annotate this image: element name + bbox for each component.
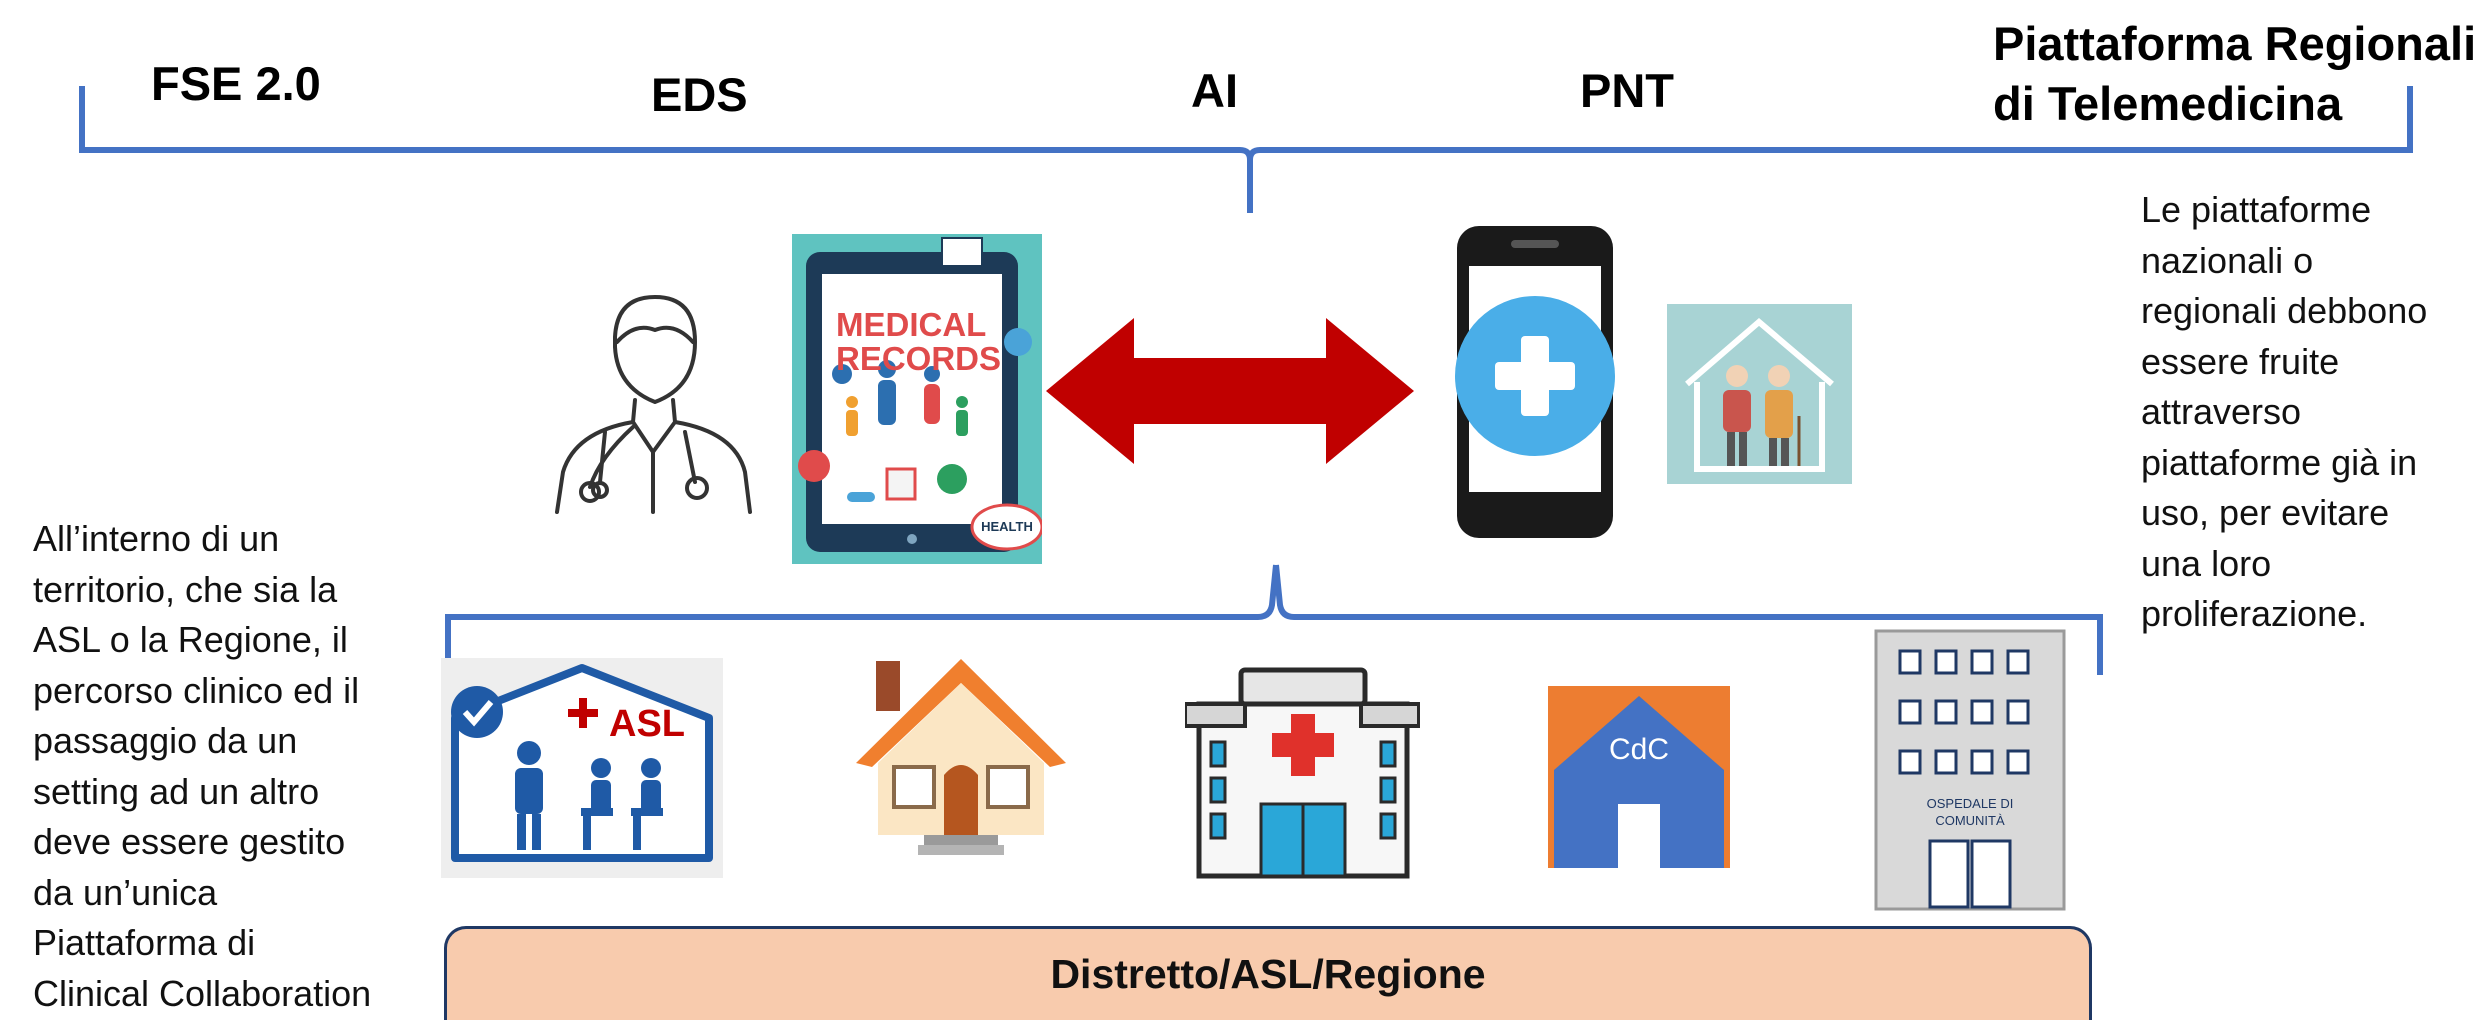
cdc-icon-label: CdC [1609, 733, 1670, 766]
ospedale-line2: COMUNITÀ [1935, 813, 2005, 828]
left-note-line: da un’unica [33, 871, 218, 913]
hospital-icon [1185, 667, 1420, 879]
medical-records-tablet-icon [792, 234, 1042, 564]
left-note: All’interno di un territorio, che sia la… [33, 514, 371, 1019]
right-note: Le piattaforme nazionali o regionali deb… [2141, 185, 2427, 640]
right-note-line: una loro [2141, 542, 2272, 584]
right-note-line: uso, per evitare [2141, 492, 2390, 533]
label-fse: FSE 2.0 [151, 57, 321, 110]
label-regional-line2: di Telemedicina [1993, 77, 2343, 130]
ospedale-line1: OSPEDALE DI [1926, 796, 2014, 811]
district-bar-label: Distretto/ASL/Regione [1050, 951, 1486, 997]
smartphone-health-icon [1455, 226, 1615, 538]
left-note-line: deve essere gestito [33, 821, 346, 862]
right-note-line: essere fruite [2141, 340, 2340, 382]
right-note-line: proliferazione. [2141, 593, 2368, 634]
medical-records-line1: MEDICAL [836, 306, 987, 343]
label-regional-line1: Piattaforma Regionali [1993, 17, 2477, 70]
medical-records-line2: RECORDS [836, 340, 1002, 377]
right-note-line: attraverso [2141, 391, 2302, 432]
left-note-line: ASL o la Regione, il [33, 619, 348, 660]
doctor-icon [555, 295, 752, 514]
label-eds: EDS [651, 68, 748, 121]
ospedale-label: OSPEDALE DI COMUNITÀ [1874, 795, 2066, 829]
medical-records-title: MEDICAL RECORDS [836, 306, 1002, 377]
top-brace [79, 86, 2413, 213]
left-note-line: Clinical Collaboration [33, 972, 372, 1014]
elderly-home-icon [1667, 304, 1852, 484]
left-note-line: percorso clinico ed il [33, 669, 360, 711]
left-note-line: All’interno di un [33, 518, 280, 559]
health-badge: HEALTH [981, 519, 1033, 534]
district-bar: Distretto/ASL/Regione [444, 926, 2092, 1020]
left-note-line: Piattaforma di [33, 922, 256, 963]
community-hospital-icon [1874, 629, 2066, 911]
middle-brace [445, 564, 2103, 675]
left-note-line: territorio, che sia la [33, 568, 338, 610]
left-note-line: setting ad un altro [33, 770, 320, 812]
right-note-line: nazionali o [2141, 239, 2314, 281]
asl-waiting-room-icon [441, 658, 723, 878]
right-note-line: Le piattaforme [2141, 189, 2372, 230]
label-ai: AI [1191, 64, 1238, 117]
double-arrow-icon [1046, 318, 1414, 464]
label-pnt: PNT [1580, 64, 1674, 117]
left-note-line: passaggio da un [33, 720, 298, 761]
cdc-icon [1548, 686, 1730, 868]
right-note-line: piattaforme già in [2141, 441, 2418, 483]
asl-icon-label: ASL [609, 703, 685, 745]
label-regional-platform: Piattaforma Regionali di Telemedicina [1993, 14, 2476, 134]
house-icon [856, 659, 1066, 855]
right-note-line: regionali debbono [2141, 290, 2428, 331]
